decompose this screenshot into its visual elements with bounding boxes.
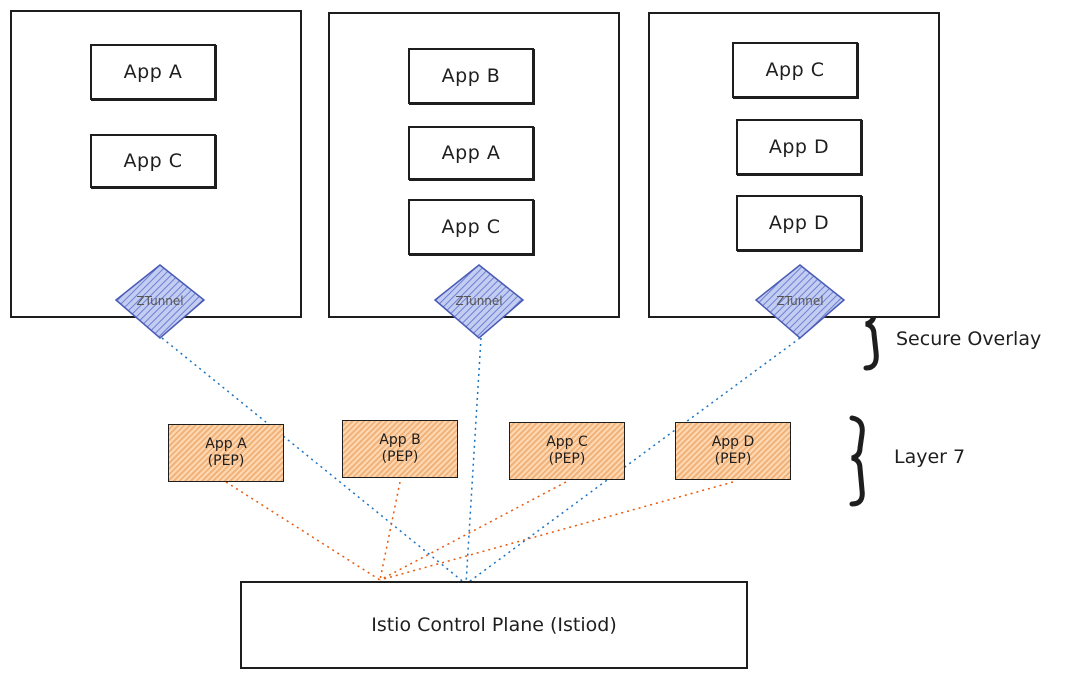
ztunnel-2: ZTunnel bbox=[433, 264, 525, 339]
link-ztunnel-2-istiod bbox=[465, 337, 482, 585]
ztunnel-1-label: ZTunnel bbox=[136, 294, 183, 308]
pep-app-d-line2: (PEP) bbox=[714, 451, 752, 467]
pep-app-b: App B (PEP) bbox=[342, 420, 458, 478]
node-3-app-2: App D bbox=[736, 119, 862, 175]
pep-app-b-line2: (PEP) bbox=[381, 449, 419, 465]
pep-app-d-line1: App D bbox=[711, 434, 755, 450]
node-1-app-1: App A bbox=[90, 44, 216, 100]
pep-app-c: App C (PEP) bbox=[509, 422, 625, 480]
istio-control-plane-label: Istio Control Plane (Istiod) bbox=[371, 614, 617, 636]
link-ztunnel-1-istiod bbox=[161, 337, 467, 585]
pep-app-c-line2: (PEP) bbox=[548, 451, 586, 467]
pep-links bbox=[225, 481, 734, 581]
istio-control-plane: Istio Control Plane (Istiod) bbox=[240, 581, 748, 669]
pep-app-a-line1: App A bbox=[205, 436, 247, 452]
node-2-app-3: App C bbox=[408, 199, 534, 255]
secure-overlay-label: Secure Overlay bbox=[896, 328, 1042, 350]
node-3-app-1: App C bbox=[732, 42, 858, 98]
link-pep-d-istiod bbox=[379, 481, 734, 581]
node-2-app-1: App B bbox=[408, 48, 534, 104]
pep-app-c-line1: App C bbox=[546, 434, 588, 450]
pep-app-a: App A (PEP) bbox=[168, 424, 284, 482]
pep-app-d: App D (PEP) bbox=[675, 422, 791, 480]
layer7-brace bbox=[849, 415, 865, 507]
node-3-app-3: App D bbox=[736, 195, 862, 251]
pep-app-a-line2: (PEP) bbox=[207, 453, 245, 469]
ztunnel-2-label: ZTunnel bbox=[455, 294, 502, 308]
link-pep-a-istiod bbox=[225, 481, 381, 581]
pep-app-b-line1: App B bbox=[379, 432, 421, 448]
node-2-app-2: App A bbox=[408, 126, 534, 180]
link-pep-c-istiod bbox=[379, 481, 567, 581]
ztunnel-3-label: ZTunnel bbox=[776, 294, 823, 308]
node-1-app-2: App C bbox=[90, 134, 216, 188]
ztunnel-1: ZTunnel bbox=[114, 264, 206, 339]
ztunnel-links bbox=[161, 337, 801, 585]
ztunnel-3: ZTunnel bbox=[754, 264, 846, 339]
layer7-label: Layer 7 bbox=[894, 446, 966, 468]
